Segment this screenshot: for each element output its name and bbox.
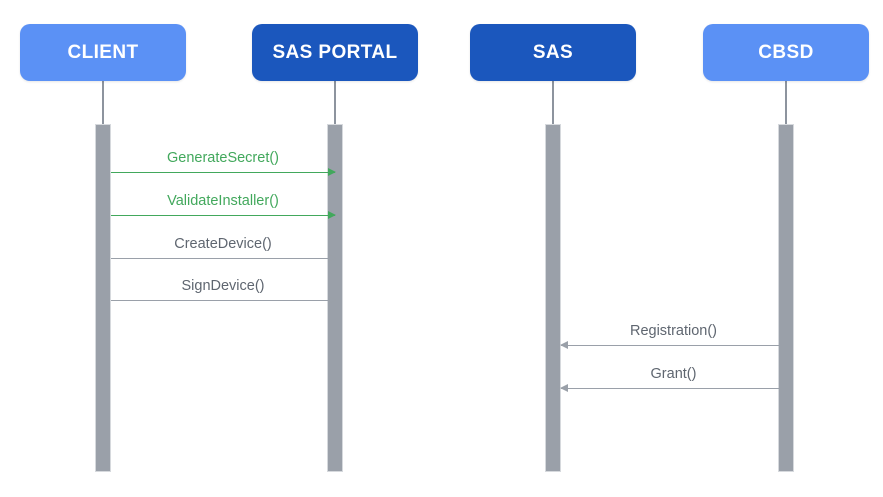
activation-bar-client [95,124,111,472]
message-line-create-device [111,258,335,259]
message-line-grant [561,388,786,389]
arrowhead-right-icon [328,168,336,176]
lifeline-stem-client [102,81,104,124]
actor-box-cbsd[interactable]: CBSD [703,24,869,81]
arrowhead-right-icon [328,211,336,219]
message-label-validate-installer: ValidateInstaller() [167,193,279,209]
message-label-sign-device: SignDevice() [181,278,265,294]
actor-label-sas: SAS [532,41,574,63]
actor-box-sas[interactable]: SAS [470,24,636,81]
arrowhead-right-icon [328,296,336,304]
message-line-validate-installer [111,215,335,216]
actor-box-sas-portal[interactable]: SAS PORTAL [252,24,418,81]
actor-label-client: CLIENT [67,41,139,63]
activation-bar-cbsd [778,124,794,472]
message-label-registration: Registration() [629,323,718,339]
arrowhead-left-icon [560,384,568,392]
message-line-generate-secret [111,172,335,173]
lifeline-stem-sas-portal [334,81,336,124]
message-line-sign-device [111,300,335,301]
actor-label-cbsd: CBSD [758,41,814,63]
lifeline-stem-sas [552,81,554,124]
actor-box-client[interactable]: CLIENT [20,24,186,81]
lifeline-stem-cbsd [785,81,787,124]
message-label-generate-secret: GenerateSecret() [166,150,280,166]
message-label-grant: Grant() [650,366,697,382]
activation-bar-sas [545,124,561,472]
message-line-registration [561,345,786,346]
arrowhead-right-icon [328,254,336,262]
message-label-create-device: CreateDevice() [174,236,272,252]
arrowhead-left-icon [560,341,568,349]
actor-label-sas-portal: SAS PORTAL [272,41,398,63]
